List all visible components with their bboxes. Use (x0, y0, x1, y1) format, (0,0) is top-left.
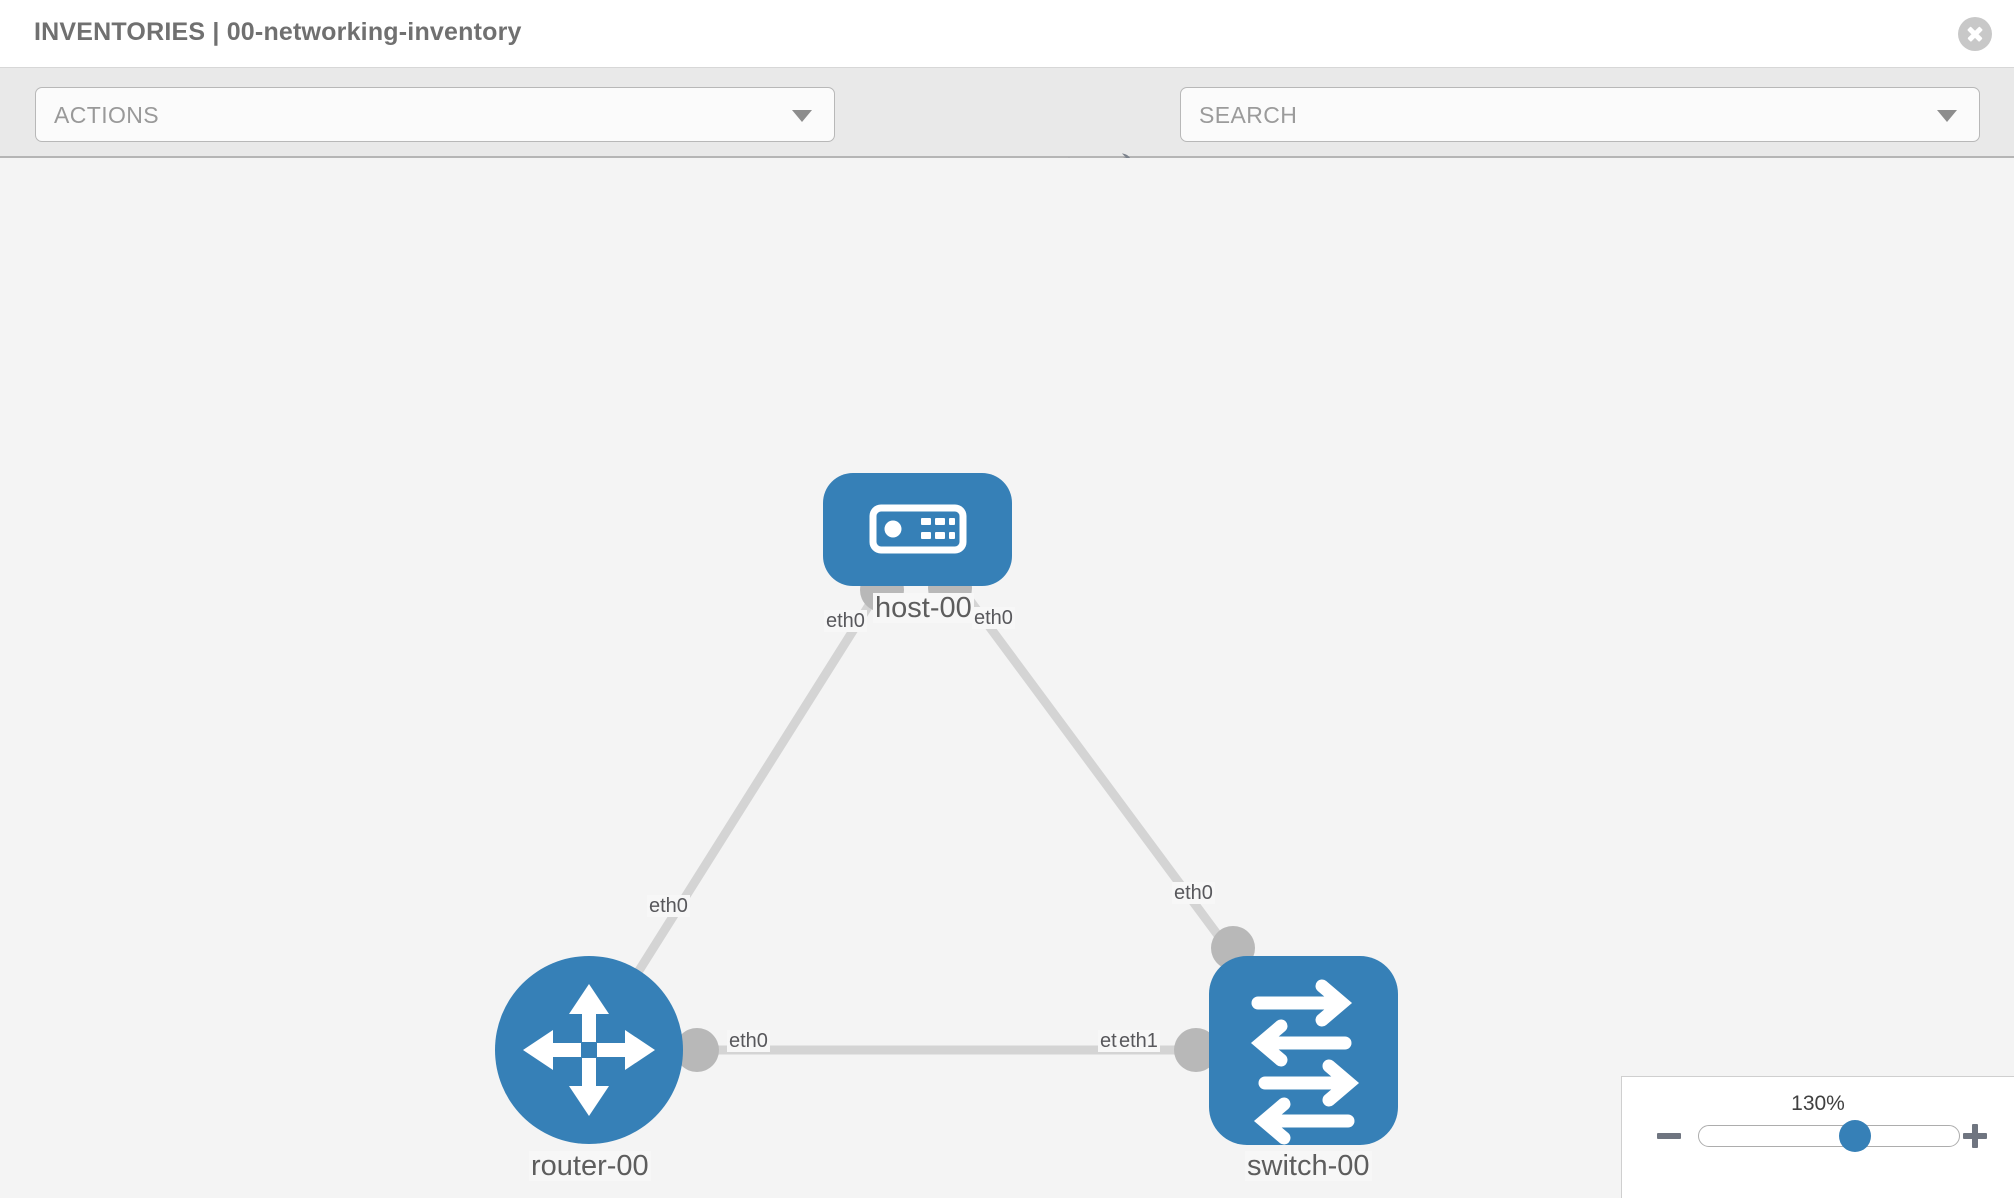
interface-label-host00-right: eth0 (972, 607, 1015, 629)
page-title: INVENTORIES | 00-networking-inventory (34, 18, 522, 46)
node-label-host-00: host-00 (873, 592, 974, 624)
page-header: INVENTORIES | 00-networking-inventory (0, 0, 2014, 68)
zoom-percent-label: 130% (1791, 1092, 1845, 1115)
interface-label-switch00-uplink: eth0 (1172, 882, 1215, 904)
interface-label-router00-uplink: eth0 (647, 895, 690, 917)
node-host-00 (823, 473, 1012, 586)
zoom-control: 130% (1621, 1076, 2014, 1198)
search-input[interactable]: SEARCH (1180, 87, 1980, 142)
interface-label-router00-eth0: eth0 (727, 1030, 770, 1052)
zoom-slider[interactable] (1698, 1120, 1960, 1152)
zoom-in-button[interactable] (1958, 1119, 1992, 1153)
interface-label-switch00-eth1: eth1 (1117, 1030, 1160, 1052)
actions-dropdown[interactable]: ACTIONS (35, 87, 835, 142)
search-placeholder: SEARCH (1199, 102, 1298, 128)
actions-dropdown-label: ACTIONS (54, 102, 160, 128)
close-icon[interactable] (1958, 17, 1992, 51)
chevron-down-icon (1937, 109, 1957, 122)
zoom-out-button[interactable] (1652, 1119, 1686, 1153)
node-router-00 (495, 956, 683, 1144)
toolbar: ACTIONS SEARCH (0, 68, 2014, 190)
interface-label-host00-left: eth0 (824, 610, 867, 632)
node-label-router-00: router-00 (529, 1150, 651, 1182)
topology-canvas[interactable]: host-00 router-00 switch-00 eth0 eth0 et… (0, 158, 2014, 1198)
node-switch-00 (1209, 956, 1398, 1145)
connector-router00-right (675, 1028, 719, 1072)
connector-switch00-left (1174, 1028, 1218, 1072)
zoom-slider-thumb[interactable] (1839, 1120, 1871, 1152)
chevron-down-icon (792, 109, 812, 122)
node-label-switch-00: switch-00 (1245, 1150, 1372, 1182)
topology-connectors (675, 566, 1255, 1072)
